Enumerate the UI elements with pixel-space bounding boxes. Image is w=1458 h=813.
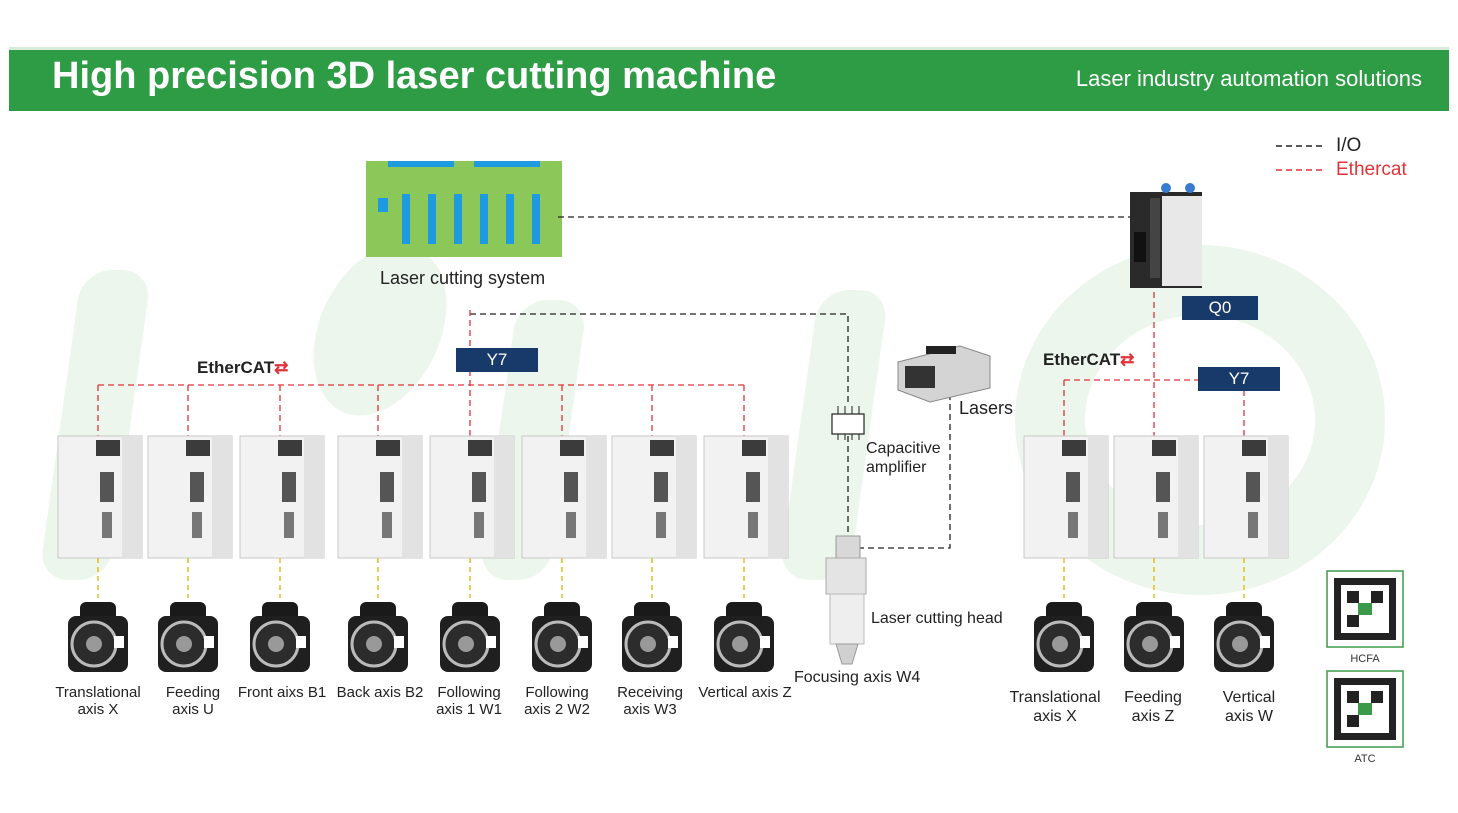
servo-drive-right-1: [1023, 435, 1109, 598]
servo-drive-group: [57, 435, 1289, 598]
q0-badge: Q0: [1182, 296, 1258, 320]
lasers-label: Lasers: [959, 398, 1014, 418]
focusing-axis-label: Focusing axis W4: [794, 669, 921, 686]
laser-source-unit: [897, 345, 991, 403]
qr-caption-atc: ATC: [1354, 753, 1376, 765]
io-wires: [470, 216, 1130, 549]
servo-motor-left-1: [68, 602, 128, 672]
qr-code-hcfa: [1326, 570, 1404, 648]
servo-drive-left-6: [521, 435, 607, 598]
laser-cutting-system-label: Laser cutting system: [380, 268, 546, 288]
ethercat-logo-right: EtherCAT⇄: [1043, 350, 1134, 370]
laser-cutting-head: [825, 535, 867, 665]
ethercat-logo-right-text: EtherCAT: [1043, 350, 1121, 369]
servo-drive-left-5: [429, 435, 515, 598]
legend-ethercat-label: Ethercat: [1336, 159, 1407, 180]
ethercat-wires-left: [97, 310, 745, 436]
servo-drive-left-7: [611, 435, 697, 598]
servo-motor-left-3: [250, 602, 310, 672]
remote-io-module: [1130, 183, 1202, 288]
qr-code-atc: [1326, 670, 1404, 748]
capacitive-amplifier: [831, 406, 865, 440]
laser-cutting-system-board: [366, 161, 562, 257]
servo-motor-group: [68, 602, 1274, 672]
capacitive-amplifier-label-1: Capacitive: [866, 440, 941, 457]
ethercat-arrow-icon: ⇄: [274, 358, 289, 377]
servo-motor-right-2: [1124, 602, 1184, 672]
qr-caption-hcfa: HCFA: [1350, 653, 1380, 665]
ethercat-logo-left-text: EtherCAT: [197, 358, 275, 377]
servo-drive-left-2: [147, 435, 233, 598]
servo-motor-left-7: [622, 602, 682, 672]
servo-drive-right-2: [1113, 435, 1199, 598]
axis-label-left-3: Front aixs B1: [237, 684, 327, 701]
capacitive-amplifier-label-2: amplifier: [866, 459, 927, 476]
ethercat-logo-left: EtherCAT⇄: [197, 358, 288, 378]
servo-motor-left-5: [440, 602, 500, 672]
page-subtitle: Laser industry automation solutions: [1075, 66, 1422, 91]
y7-badge-right: Y7: [1198, 367, 1280, 391]
axis-label-left-8: Vertical axis Z: [698, 684, 792, 701]
servo-drive-left-1: [57, 435, 143, 598]
servo-motor-left-2: [158, 602, 218, 672]
servo-drive-right-3: [1203, 435, 1289, 598]
servo-motor-left-6: [532, 602, 592, 672]
servo-motor-right-1: [1034, 602, 1094, 672]
laser-cutting-head-label: Laser cutting head: [871, 610, 1003, 627]
servo-drive-left-4: [337, 435, 423, 598]
servo-motor-right-3: [1214, 602, 1274, 672]
servo-motor-left-4: [348, 602, 408, 672]
ethercat-arrow-icon: ⇄: [1120, 350, 1135, 369]
axis-label-left-4: Back axis B2: [336, 684, 424, 701]
legend-io-label: I/O: [1336, 135, 1362, 156]
servo-drive-left-8: [703, 435, 789, 598]
servo-motor-left-8: [714, 602, 774, 672]
header-banner: [9, 47, 1449, 111]
page-title: High precision 3D laser cutting machine: [52, 55, 777, 97]
y7-badge-left: Y7: [456, 348, 538, 372]
servo-drive-left-3: [239, 435, 325, 598]
